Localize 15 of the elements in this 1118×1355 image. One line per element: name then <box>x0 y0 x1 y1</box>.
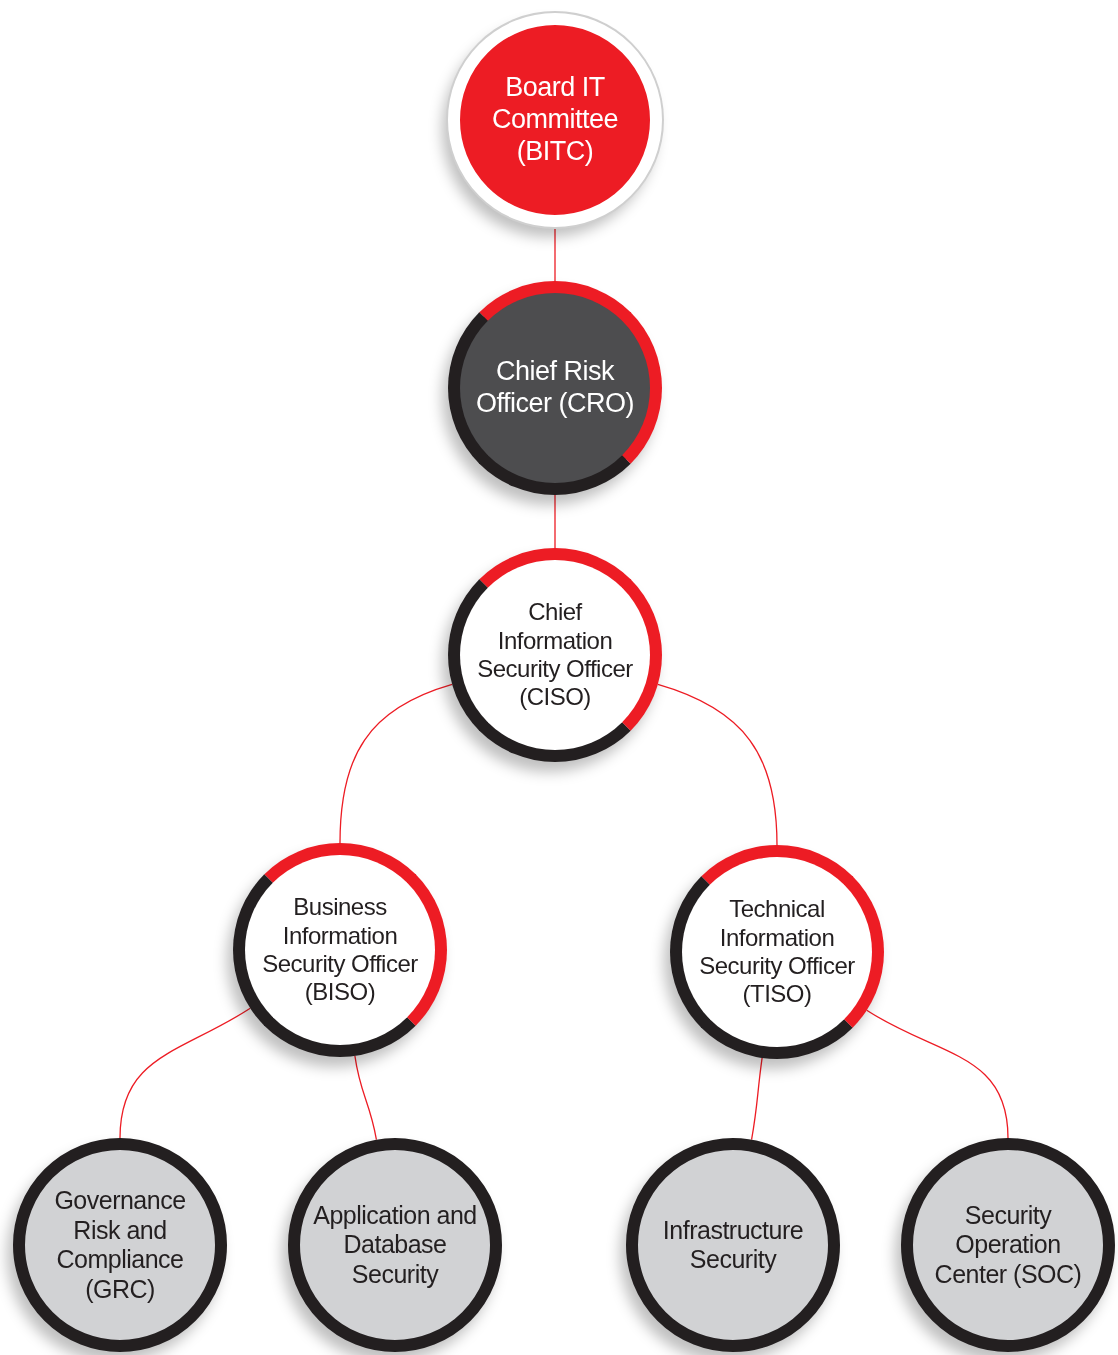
connector-line <box>119 1007 251 1139</box>
node-label: Technical Information Security Officer (TISO) <box>698 895 856 1009</box>
node-label: Chief Risk Officer (CRO) <box>475 356 635 420</box>
node-label: Business Information Security Officer (BISO) <box>261 893 419 1007</box>
node-label: Security Operation Center (SOC) <box>933 1200 1083 1290</box>
connector-line <box>354 1055 378 1141</box>
node-label: Infrastructure Security <box>661 1215 805 1275</box>
connector-line <box>866 1009 1009 1139</box>
node-label: Governance Risk and Compliance (GRC) <box>53 1186 187 1304</box>
node-label: Board IT Committee (BITC) <box>491 72 619 168</box>
node-label: Application and Database Security <box>312 1200 478 1290</box>
connector-line <box>554 226 556 282</box>
node-label: Chief Information Security Officer (CISO) <box>476 598 634 712</box>
connector-line <box>750 1057 763 1141</box>
connector-line <box>554 494 556 549</box>
